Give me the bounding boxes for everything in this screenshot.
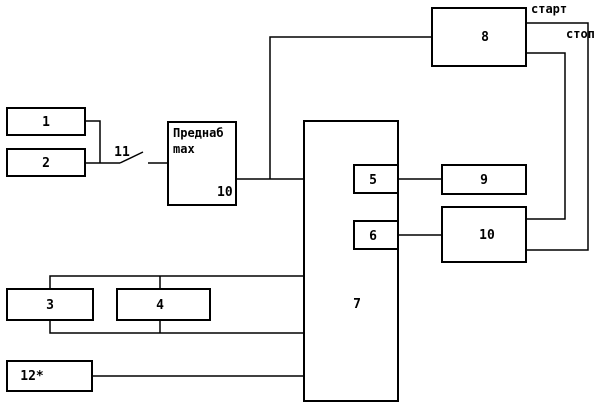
wire-block1-junction: [85, 120, 101, 163]
block-1: 1: [6, 107, 86, 136]
preset-contact-label: 10: [217, 185, 233, 200]
block-10: 10: [441, 206, 527, 263]
start-signal-label: старт: [531, 2, 567, 16]
block-7-label: 7: [353, 297, 361, 312]
block-9: 9: [441, 164, 527, 195]
block-6: 6: [353, 220, 399, 250]
wire-bus-bottom: [49, 320, 304, 334]
block-4: 4: [116, 288, 211, 321]
block-7: 7: [303, 120, 399, 402]
preset-label-line2: max: [173, 142, 195, 156]
block-5: 5: [353, 164, 399, 194]
block-2-label: 2: [42, 156, 50, 171]
switch-11-blade: [119, 151, 144, 164]
switch-11-label: 11: [114, 145, 130, 160]
wire-stop: [526, 52, 566, 220]
block-2: 2: [6, 148, 86, 177]
block-3: 3: [6, 288, 94, 321]
stop-signal-label: стоп: [566, 27, 595, 41]
block-12: 12*: [6, 360, 93, 392]
block-9-label: 9: [480, 173, 488, 188]
block-5-label: 5: [369, 173, 377, 188]
block-10-label: 10: [479, 228, 495, 243]
wire-bus-top: [49, 275, 304, 289]
block-12-label: 12*: [20, 369, 44, 384]
wire-start: [526, 22, 589, 251]
preset-label-line1: Преднаб: [173, 126, 224, 140]
block-1-label: 1: [42, 115, 50, 130]
block-3-label: 3: [46, 298, 54, 313]
wire-to-block8: [269, 36, 432, 179]
block-4-label: 4: [156, 298, 164, 313]
preset-block: Преднаб max 10: [167, 121, 237, 206]
block-6-label: 6: [369, 229, 377, 244]
block-8: 8: [431, 7, 527, 67]
block-8-label: 8: [481, 30, 489, 45]
